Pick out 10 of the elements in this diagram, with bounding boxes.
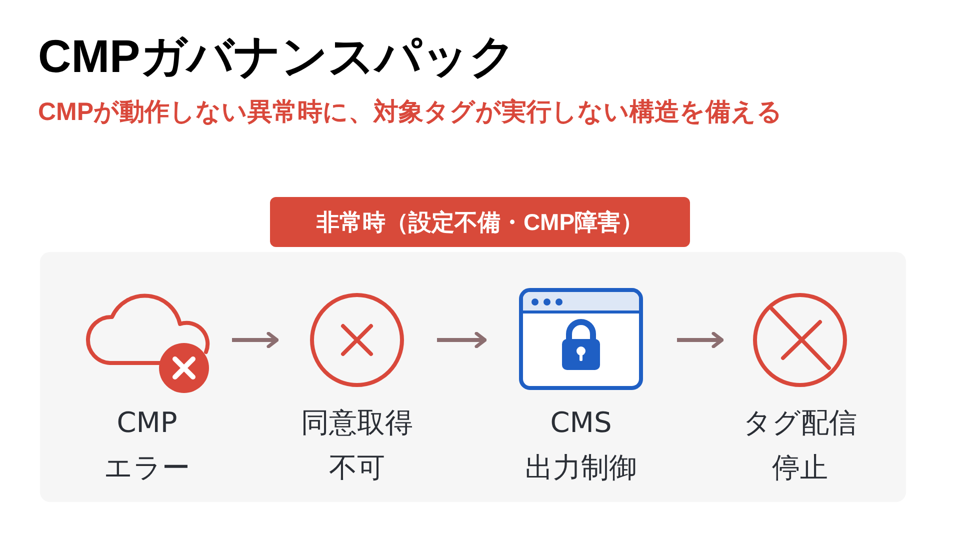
step-label: 同意取得不可 [300,405,414,486]
step-label: CMP エラー [103,405,191,486]
title: CMPガバナンスパック [38,30,516,83]
subtitle: CMPが動作しない異常時に、対象タグが実行しない構造を備える [38,97,783,127]
arrow [437,332,487,348]
arrow [232,332,279,348]
step-label: CMS 出力制御 [524,405,638,486]
banner: 非常時（設定不備・CMP障害） [270,197,690,247]
step-label: タグ配信停止 [742,405,858,486]
arrow [677,332,724,348]
